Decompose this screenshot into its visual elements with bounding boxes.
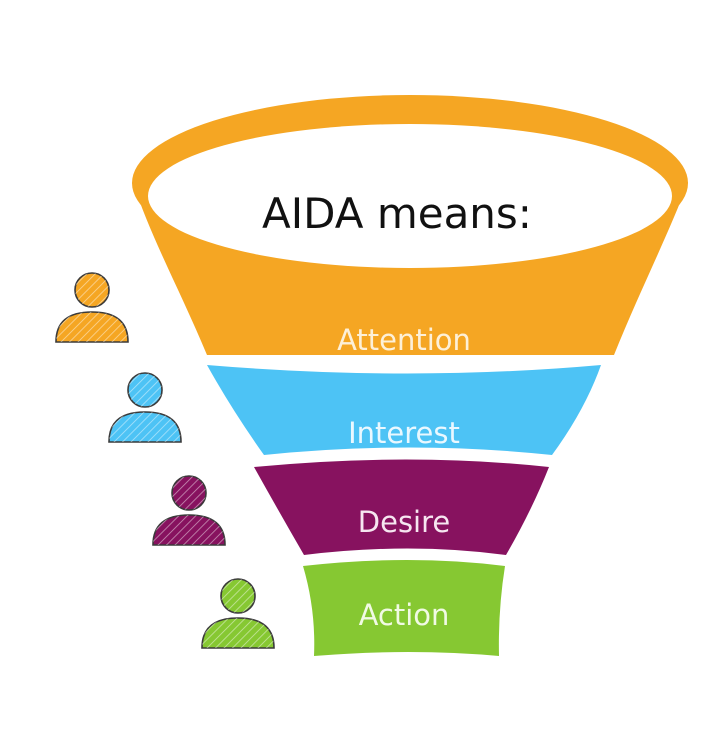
stage-action: Action xyxy=(303,560,505,656)
action-band xyxy=(303,560,505,656)
attention-label: Attention xyxy=(337,323,471,357)
person-icon xyxy=(152,475,226,546)
desire-label: Desire xyxy=(358,505,450,539)
person-icon xyxy=(55,272,129,343)
stage-attention: Attention xyxy=(132,95,688,357)
interest-band xyxy=(207,365,601,455)
funnel-opening xyxy=(148,124,672,268)
interest-label: Interest xyxy=(348,416,460,450)
person-icon xyxy=(108,372,182,443)
action-label: Action xyxy=(359,598,450,632)
desire-band xyxy=(254,459,549,555)
funnel-title: AIDA means: xyxy=(262,189,532,238)
stage-interest: Interest xyxy=(207,365,601,455)
stage-desire: Desire xyxy=(254,459,549,555)
person-icon xyxy=(201,578,275,649)
